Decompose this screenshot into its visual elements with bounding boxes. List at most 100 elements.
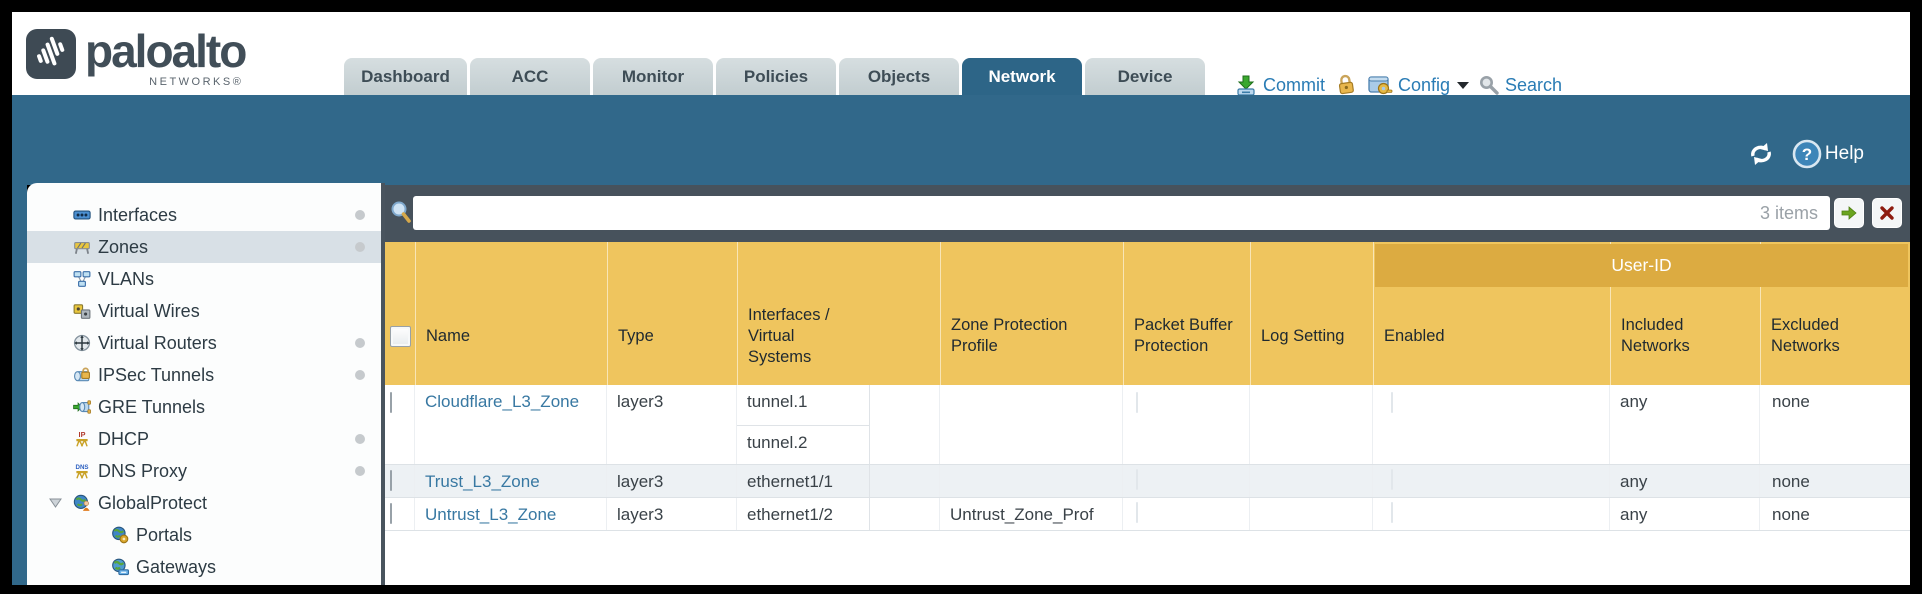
column-header-included-networks[interactable]: Included Networks bbox=[1610, 242, 1760, 385]
select-all-checkbox[interactable] bbox=[390, 325, 411, 347]
excluded-networks: none bbox=[1772, 505, 1810, 524]
column-label: Excluded Networks bbox=[1771, 316, 1840, 355]
sidebar-item-portals[interactable]: Portals bbox=[27, 519, 381, 551]
sidebar-item-vlans[interactable]: VLANs bbox=[27, 263, 381, 295]
sidebar-item-dns-proxy[interactable]: DNS DNS Proxy bbox=[27, 455, 381, 487]
filter-magnifier-icon[interactable] bbox=[389, 200, 413, 226]
tab-network[interactable]: Network bbox=[962, 58, 1082, 95]
filter-input[interactable] bbox=[425, 203, 1760, 223]
sidebar-item-label: Gateways bbox=[136, 556, 217, 577]
globalprotect-icon bbox=[73, 494, 90, 511]
sidebar-item-label: GlobalProtect bbox=[98, 492, 208, 513]
sidebar-item-virtual-wires[interactable]: Virtual Wires bbox=[27, 295, 381, 327]
group-header-label: User-ID bbox=[1611, 255, 1672, 275]
sidebar-item-label: GRE Tunnels bbox=[98, 396, 206, 417]
sidebar-item-label: Portals bbox=[136, 524, 193, 545]
log-setting bbox=[1250, 392, 1260, 411]
dns-proxy-icon: DNS bbox=[75, 464, 89, 479]
sidebar-item-gre-tunnels[interactable]: GRE Tunnels bbox=[27, 391, 381, 423]
packet-buffer-protection-checkbox[interactable] bbox=[1136, 392, 1138, 413]
user-id-enabled-checkbox[interactable] bbox=[1391, 469, 1393, 490]
clear-filter-button[interactable] bbox=[1872, 198, 1902, 228]
column-header-enabled[interactable]: Enabled bbox=[1373, 242, 1610, 385]
help-button[interactable]: ? Help bbox=[1792, 139, 1864, 169]
main-nav-tabs: Dashboard ACC Monitor Policies Objects N… bbox=[344, 58, 1208, 95]
column-label: Type bbox=[618, 326, 654, 345]
table-row: Trust_L3_Zone layer3 ethernet1/1 any non… bbox=[385, 465, 1910, 498]
zones-table-header: Name Type Interfaces / Virtual Systems Z… bbox=[385, 242, 1910, 385]
search-icon bbox=[1480, 76, 1499, 95]
column-header-name[interactable]: Name bbox=[415, 242, 607, 385]
tab-dashboard[interactable]: Dashboard bbox=[344, 58, 467, 95]
column-header-zone-protection-profile[interactable]: Zone Protection Profile bbox=[940, 242, 1123, 385]
tab-policies[interactable]: Policies bbox=[716, 58, 836, 95]
sidebar-item-zones[interactable]: Zones bbox=[27, 231, 381, 263]
ipsec-tunnels-icon bbox=[74, 367, 90, 382]
column-header-packet-buffer-protection[interactable]: Packet Buffer Protection bbox=[1123, 242, 1250, 385]
sidebar-item-label: DNS Proxy bbox=[98, 460, 188, 481]
column-header-type[interactable]: Type bbox=[607, 242, 737, 385]
packet-buffer-protection-checkbox[interactable] bbox=[1136, 502, 1138, 523]
column-label: Interfaces / Virtual Systems bbox=[748, 305, 830, 366]
sidebar-item-gateways[interactable]: Gateways bbox=[27, 551, 381, 583]
table-row: Cloudflare_L3_Zone layer3 tunnel.1 tunne… bbox=[385, 385, 1910, 465]
interface-name: tunnel.1 bbox=[747, 392, 808, 411]
global-search-button[interactable]: Search bbox=[1478, 74, 1562, 96]
zones-content: 3 items Name bbox=[385, 185, 1910, 585]
clear-filter-icon bbox=[1880, 206, 1894, 220]
sidebar-item-label: IPSec Tunnels bbox=[98, 364, 215, 385]
expander-triangle-icon[interactable] bbox=[49, 497, 62, 509]
sidebar-item-label: DHCP bbox=[98, 428, 150, 449]
svg-text:DNS: DNS bbox=[75, 464, 88, 471]
column-header-interfaces[interactable]: Interfaces / Virtual Systems bbox=[737, 242, 940, 385]
portals-icon bbox=[112, 526, 129, 544]
zone-name-link[interactable]: Untrust_L3_Zone bbox=[425, 505, 557, 524]
virtual-routers-icon bbox=[73, 334, 91, 352]
row-select-checkbox[interactable] bbox=[390, 470, 392, 491]
excluded-networks: none bbox=[1772, 472, 1810, 491]
user-id-enabled-checkbox[interactable] bbox=[1391, 392, 1393, 413]
column-label: Name bbox=[426, 326, 471, 345]
tab-label: Device bbox=[1117, 66, 1173, 86]
zone-name-link[interactable]: Cloudflare_L3_Zone bbox=[425, 392, 580, 411]
tab-objects[interactable]: Objects bbox=[839, 58, 959, 95]
tab-acc[interactable]: ACC bbox=[470, 58, 590, 95]
sidebar-item-virtual-routers[interactable]: Virtual Routers bbox=[27, 327, 381, 359]
zone-name-link[interactable]: Trust_L3_Zone bbox=[425, 472, 540, 491]
sidebar-item-label: Virtual Routers bbox=[98, 332, 217, 353]
config-menu[interactable]: Config bbox=[1367, 73, 1470, 97]
column-header-excluded-networks[interactable]: Excluded Networks bbox=[1760, 242, 1910, 385]
sidebar-item-interfaces[interactable]: Interfaces bbox=[27, 199, 381, 231]
status-dot bbox=[355, 370, 365, 380]
lock-icon[interactable] bbox=[1334, 73, 1358, 97]
svg-text:IP: IP bbox=[79, 430, 86, 439]
items-count: 3 items bbox=[1759, 202, 1818, 223]
apply-filter-button[interactable] bbox=[1834, 198, 1864, 228]
tab-device[interactable]: Device bbox=[1085, 58, 1205, 95]
row-select-checkbox[interactable] bbox=[390, 503, 392, 524]
search-label: Search bbox=[1505, 74, 1563, 95]
column-header-log-setting[interactable]: Log Setting bbox=[1250, 242, 1373, 385]
column-label: Log Setting bbox=[1261, 326, 1345, 345]
sidebar-item-label: Virtual Wires bbox=[98, 300, 200, 321]
row-select-checkbox[interactable] bbox=[390, 392, 392, 413]
sidebar-item-globalprotect[interactable]: GlobalProtect bbox=[27, 487, 381, 519]
included-networks: any bbox=[1620, 472, 1648, 491]
packet-buffer-protection-checkbox[interactable] bbox=[1136, 469, 1138, 490]
tab-label: Policies bbox=[743, 66, 809, 86]
help-icon: ? bbox=[1792, 139, 1822, 169]
user-id-group-header: User-ID bbox=[1375, 244, 1908, 287]
user-id-enabled-checkbox[interactable] bbox=[1391, 502, 1393, 523]
caret-down-icon bbox=[1457, 81, 1470, 89]
zone-type: layer3 bbox=[617, 505, 664, 524]
sidebar-item-ipsec-tunnels[interactable]: IPSec Tunnels bbox=[27, 359, 381, 391]
tab-label: Dashboard bbox=[361, 66, 450, 86]
interfaces-icon bbox=[73, 210, 91, 220]
refresh-icon[interactable] bbox=[1746, 140, 1776, 168]
tab-monitor[interactable]: Monitor bbox=[593, 58, 713, 95]
help-label: Help bbox=[1824, 143, 1864, 164]
header-actions: Commit Config bbox=[1234, 68, 1562, 102]
config-label: Config bbox=[1398, 74, 1451, 95]
sidebar-item-dhcp[interactable]: IP DHCP bbox=[27, 423, 381, 455]
commit-button[interactable]: Commit bbox=[1234, 73, 1325, 97]
